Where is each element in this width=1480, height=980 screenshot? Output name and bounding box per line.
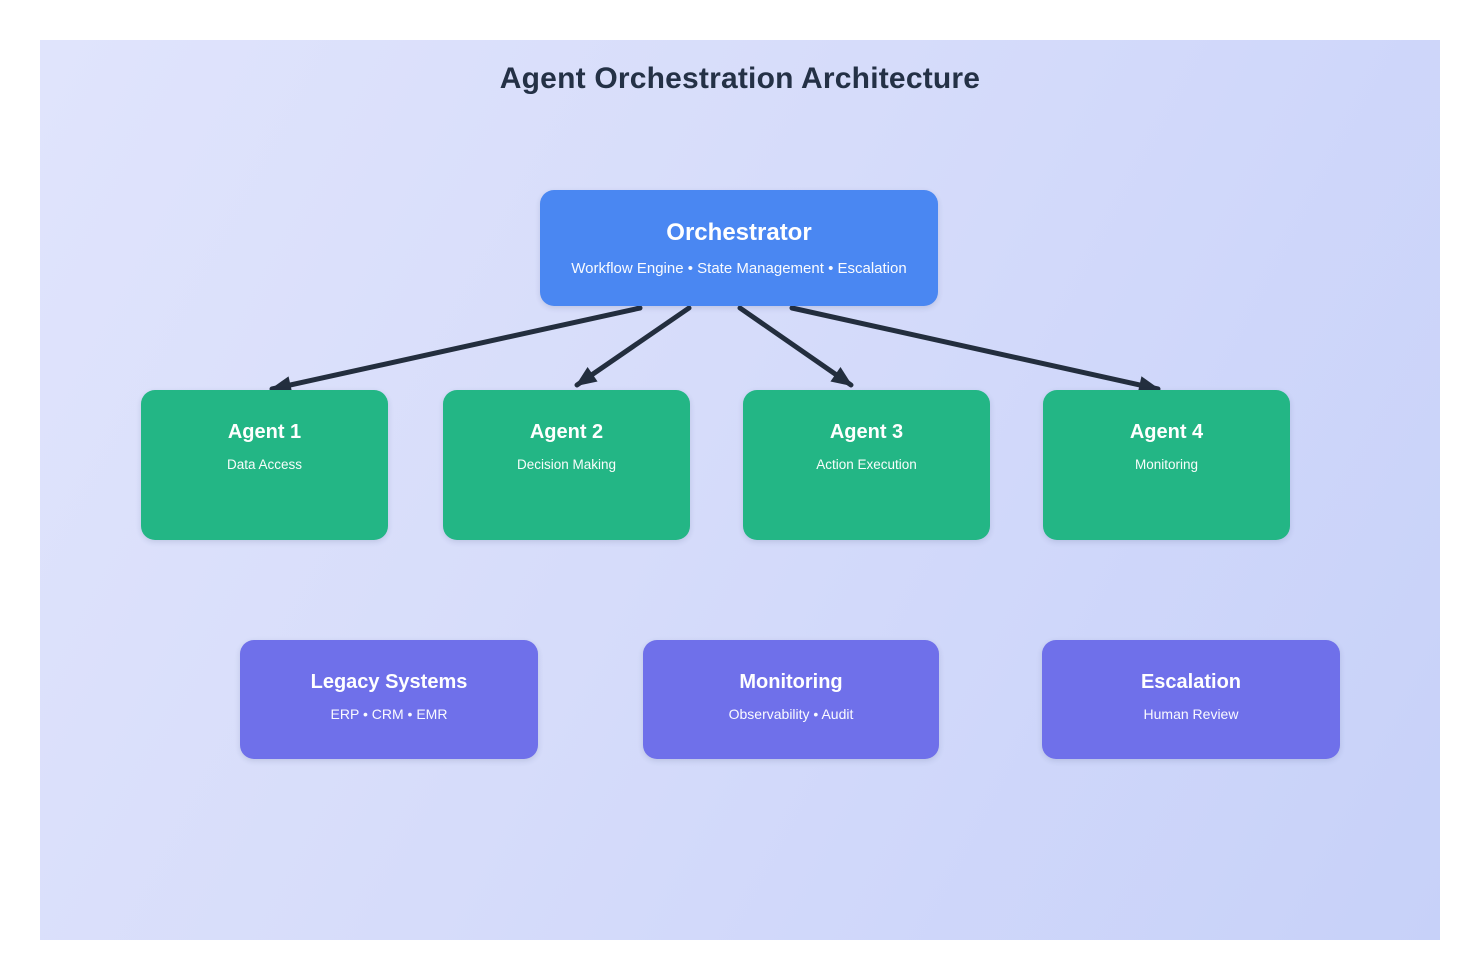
escalation-subtitle: Human Review	[1143, 706, 1239, 722]
monitoring-title: Monitoring	[739, 671, 843, 693]
agent-1-node: Agent 1 Data Access	[141, 390, 388, 540]
arrow-orchestrator-to-agent-4	[789, 305, 1161, 394]
agent-2-subtitle: Decision Making	[516, 457, 617, 472]
escalation-title: Escalation	[1140, 671, 1242, 693]
legacy-systems-subtitle: ERP • CRM • EMR	[330, 706, 448, 722]
agent-4-title: Agent 4	[1129, 421, 1204, 443]
diagram-title: Agent Orchestration Architecture	[499, 62, 981, 95]
escalation-node: Escalation Human Review	[1042, 640, 1340, 759]
arrow-orchestrator-to-agent-2	[574, 305, 692, 388]
legacy-systems-title: Legacy Systems	[310, 671, 468, 693]
agent-3-node: Agent 3 Action Execution	[743, 390, 990, 540]
legacy-systems-node: Legacy Systems ERP • CRM • EMR	[240, 640, 538, 759]
orchestrator-title: Orchestrator	[666, 219, 812, 246]
orchestrator-node: Orchestrator Workflow Engine • State Man…	[540, 190, 938, 306]
agent-2-title: Agent 2	[529, 421, 604, 443]
agent-1-subtitle: Data Access	[226, 457, 303, 472]
diagram-canvas: Agent Orchestration Architecture Orchest…	[40, 40, 1440, 940]
orchestrator-subtitle: Workflow Engine • State Management • Esc…	[571, 260, 907, 277]
monitoring-node: Monitoring Observability • Audit	[643, 640, 939, 759]
agent-3-title: Agent 3	[829, 421, 904, 443]
agent-4-subtitle: Monitoring	[1134, 457, 1199, 472]
agent-4-node: Agent 4 Monitoring	[1043, 390, 1290, 540]
agent-3-subtitle: Action Execution	[816, 457, 917, 472]
arrow-orchestrator-to-agent-3	[737, 305, 854, 388]
agent-1-title: Agent 1	[227, 421, 302, 443]
monitoring-subtitle: Observability • Audit	[728, 706, 854, 722]
arrow-orchestrator-to-agent-1	[269, 305, 643, 394]
agent-2-node: Agent 2 Decision Making	[443, 390, 690, 540]
